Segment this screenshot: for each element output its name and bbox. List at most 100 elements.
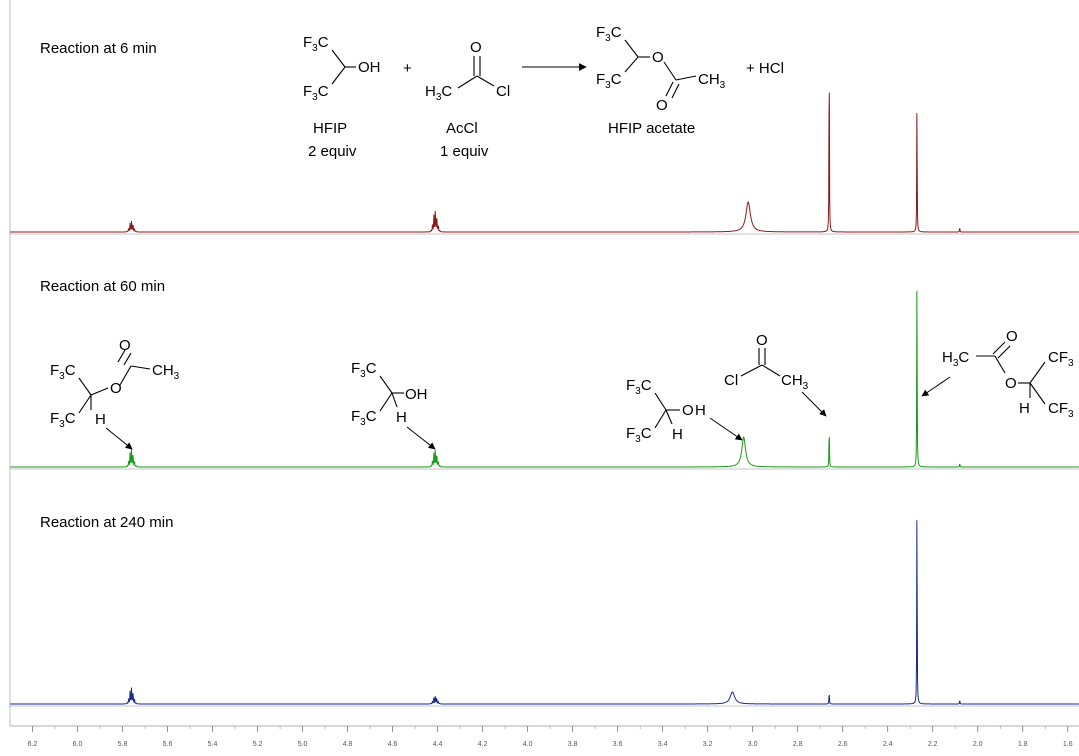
x-tick-label: 5.6 <box>163 741 173 748</box>
x-tick-label: 2.4 <box>883 741 893 748</box>
assign4-ch3: CH3 <box>781 372 809 392</box>
product-cf3-bottom: F3C <box>596 71 622 91</box>
bond <box>624 56 639 73</box>
assign-acetate-ch3: H3C O O H CF3 CF3 <box>921 328 1074 420</box>
assign-hfip-ch: F3C F3C OH H <box>351 360 436 450</box>
x-tick-label: 5.0 <box>298 741 308 748</box>
x-tick-label: 5.4 <box>208 741 218 748</box>
x-tick-label: 1.6 <box>1063 741 1073 748</box>
assign3-h: H <box>672 426 683 443</box>
x-tick-label: 2.6 <box>838 741 848 748</box>
hfip-label: HFIP <box>313 120 347 137</box>
bond <box>123 352 132 366</box>
bond <box>130 365 151 370</box>
assign2-cf3-top: F3C <box>351 360 377 380</box>
assign-hfip-oh: F3C F3C H O H <box>626 377 743 445</box>
x-tick-label: 4.0 <box>523 741 533 748</box>
assign5-ester-o: O <box>1005 375 1017 392</box>
assign3-cf3-bottom: F3C <box>626 425 652 445</box>
bond <box>331 49 346 68</box>
panel-title-60min: Reaction at 60 min <box>40 278 165 295</box>
assign4-cl: Cl <box>724 372 738 389</box>
bond <box>379 392 393 412</box>
bond <box>391 392 398 408</box>
assign1-cf3-top: F3C <box>50 362 76 382</box>
assign2-arrow <box>406 426 436 450</box>
assign1-cf3-bottom: F3C <box>50 410 76 430</box>
x-tick-label: 3.2 <box>703 741 713 748</box>
x-tick-label: 3.8 <box>568 741 578 748</box>
bond <box>624 39 639 58</box>
product-ch3: CH3 <box>698 71 726 91</box>
bond <box>78 394 92 414</box>
accl-h3c: H3C <box>425 83 452 103</box>
product-label: HFIP acetate <box>608 120 695 137</box>
bond <box>994 355 1006 374</box>
accl-o: O <box>470 39 482 56</box>
bond <box>1029 361 1046 384</box>
x-tick-label: 3.4 <box>658 741 668 748</box>
assign3-oh-h: H <box>695 402 706 419</box>
bond <box>761 364 781 377</box>
accl-cl: Cl <box>496 83 510 100</box>
spectrum-trace-60min <box>10 290 1079 468</box>
assign1-ch3: CH3 <box>152 362 180 382</box>
bond <box>119 365 132 386</box>
x-tick-label: 4.8 <box>343 741 353 748</box>
spectrum-trace-6min <box>10 92 1079 233</box>
x-tick-label: 5.8 <box>118 741 128 748</box>
assign5-cf3-top: CF3 <box>1048 349 1074 369</box>
bond <box>992 341 1006 355</box>
hfip-structure: F3C F3C OH <box>303 34 381 103</box>
assign5-cf3-bottom: CF3 <box>1048 400 1074 420</box>
x-tick-label: 4.2 <box>478 741 488 748</box>
hfip-cf3-bottom: F3C <box>303 83 329 103</box>
spectrum-trace-240min <box>10 520 1079 705</box>
product-carbonyl-o: O <box>656 97 668 114</box>
assign1-carbonyl-o: O <box>119 337 131 354</box>
assign5-h: H <box>1019 400 1030 417</box>
hcl-byproduct: + HCl <box>746 60 784 77</box>
x-tick-label: 5.2 <box>253 741 263 748</box>
product-ester-o: O <box>652 49 664 66</box>
assign2-h: H <box>396 409 407 426</box>
product-cf3-top: F3C <box>596 24 622 44</box>
bond <box>1029 382 1046 405</box>
assign-acetate-ch: F3C F3C H O O CH3 <box>50 337 180 450</box>
bond <box>117 349 126 363</box>
x-tick-label: 1.8 <box>1018 741 1028 748</box>
assign1-h: H <box>95 411 106 428</box>
x-tick-label: 4.4 <box>433 741 443 748</box>
assign3-arrow <box>709 417 743 441</box>
bond <box>476 75 495 87</box>
bond <box>665 81 674 97</box>
accl-equiv: 1 equiv <box>440 143 489 160</box>
panel-title-240min: Reaction at 240 min <box>40 514 173 531</box>
bond <box>740 364 763 377</box>
bond <box>665 409 673 425</box>
assign3-cf3-top: F3C <box>626 377 652 397</box>
bond <box>675 75 697 81</box>
x-tick-label: 3.6 <box>613 741 623 748</box>
x-tick-label: 2.0 <box>973 741 983 748</box>
x-tick-label: 6.0 <box>73 741 83 748</box>
x-tick-label: 2.8 <box>793 741 803 748</box>
panel-title-6min: Reaction at 6 min <box>40 40 157 57</box>
bond <box>379 375 393 394</box>
hfip-cf3-top: F3C <box>303 34 329 54</box>
bond <box>654 392 667 411</box>
assign5-carbonyl-o: O <box>1006 328 1018 345</box>
x-tick-label: 6.2 <box>28 741 38 748</box>
bond <box>457 75 478 89</box>
assign5-h3c: H3C <box>942 349 969 369</box>
accl-label: AcCl <box>446 120 478 137</box>
bond <box>654 409 667 429</box>
x-tick-label: 3.0 <box>748 741 758 748</box>
x-tick-label: 2.2 <box>928 741 938 748</box>
hfip-acetate-structure: F3C F3C O CH3 O <box>596 24 726 114</box>
bond <box>997 345 1011 359</box>
assign2-cf3-bottom: F3C <box>351 408 377 428</box>
scheme-plus: + <box>403 60 412 77</box>
